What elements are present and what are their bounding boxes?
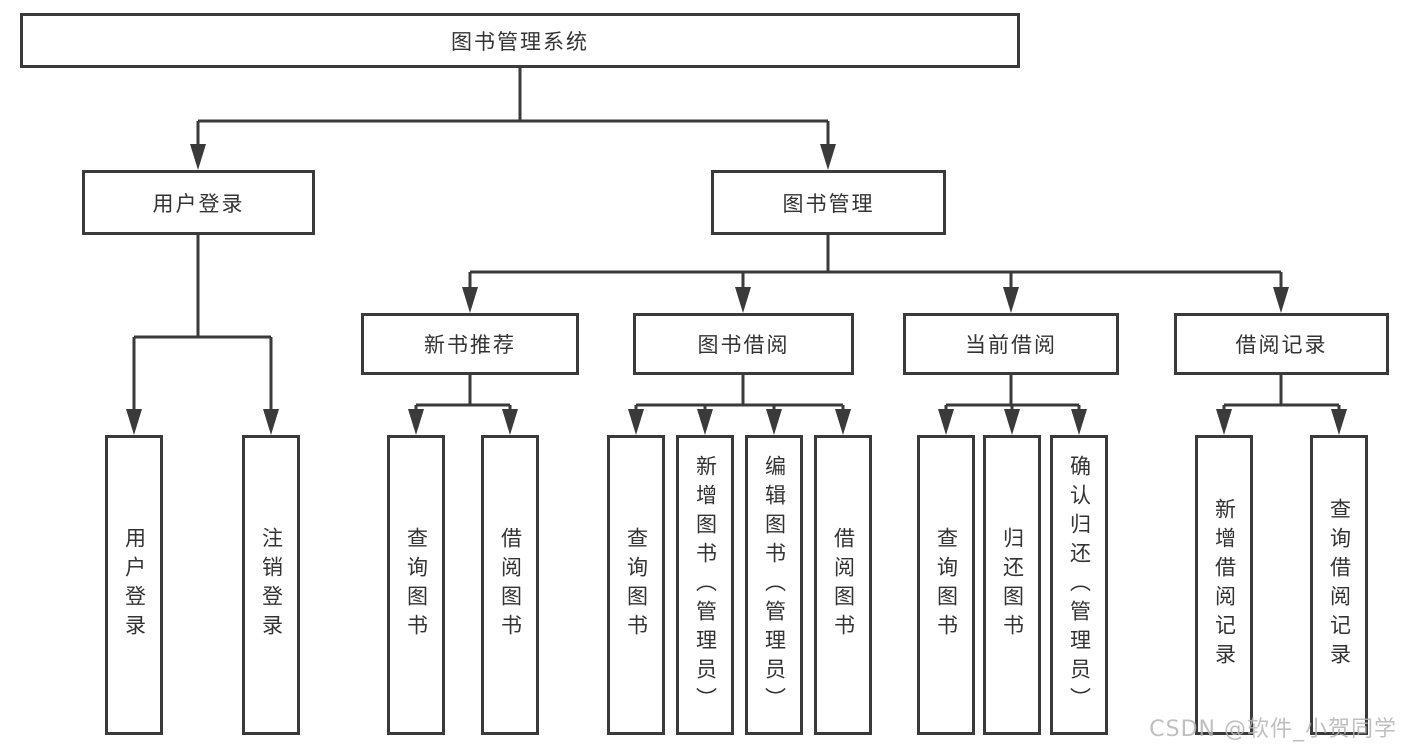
leaf-borrow-book-newbook: 借阅图书: [481, 435, 539, 735]
csdn-watermark: CSDN @软件_小贺同学: [1149, 717, 1397, 742]
node-root: 图书管理系统: [20, 13, 1020, 68]
leaf-query-book-borrowing-label: 查询图书: [624, 527, 649, 643]
node-root-label: 图书管理系统: [451, 29, 589, 54]
leaf-query-book-newbook: 查询图书: [387, 435, 445, 735]
node-new-book-label: 新书推荐: [424, 333, 516, 357]
leaf-confirm-return-admin: 确认归还（管理员）: [1050, 435, 1108, 735]
leaf-query-book-current-label: 查询图书: [934, 527, 959, 643]
leaf-add-borrow-record-label: 新增借阅记录: [1212, 498, 1237, 672]
leaf-logout-label: 注销登录: [259, 527, 284, 643]
leaf-confirm-return-admin-label: 确认归还（管理员）: [1067, 454, 1092, 716]
leaf-query-borrow-record: 查询借阅记录: [1310, 435, 1368, 735]
node-borrowing-records: 借阅记录: [1174, 313, 1389, 375]
node-book-borrowing-label: 图书借阅: [697, 333, 790, 357]
leaf-user-login-label: 用户登录: [122, 527, 147, 643]
node-book-borrowing: 图书借阅: [633, 313, 854, 375]
leaf-edit-book-admin: 编辑图书（管理员）: [745, 435, 803, 735]
node-current-borrowing: 当前借阅: [903, 313, 1119, 375]
leaf-query-book-borrowing: 查询图书: [607, 435, 665, 735]
leaf-query-borrow-record-label: 查询借阅记录: [1327, 498, 1352, 672]
leaf-query-book-newbook-label: 查询图书: [404, 527, 429, 643]
leaf-user-login: 用户登录: [105, 435, 163, 735]
leaf-logout: 注销登录: [242, 435, 300, 735]
node-book-management-label: 图书管理: [782, 191, 875, 216]
leaf-query-book-current: 查询图书: [917, 435, 975, 735]
leaf-borrow-book-newbook-label: 借阅图书: [498, 527, 523, 643]
node-current-borrowing-label: 当前借阅: [965, 333, 1057, 357]
node-new-book-recommendation: 新书推荐: [361, 313, 579, 375]
leaf-borrow-book-borrowing-label: 借阅图书: [831, 527, 856, 643]
leaf-borrow-book-borrowing: 借阅图书: [814, 435, 872, 735]
leaf-add-book-admin: 新增图书（管理员）: [676, 435, 734, 735]
leaf-return-book-label: 归还图书: [1000, 527, 1025, 643]
leaf-add-borrow-record: 新增借阅记录: [1195, 435, 1253, 735]
leaf-edit-book-admin-label: 编辑图书（管理员）: [762, 454, 787, 716]
node-book-management: 图书管理: [711, 170, 946, 235]
node-user-login: 用户登录: [82, 170, 315, 235]
leaf-add-book-admin-label: 新增图书（管理员）: [693, 454, 718, 716]
node-user-login-label: 用户登录: [152, 191, 245, 216]
node-borrowing-records-label: 借阅记录: [1235, 333, 1328, 357]
leaf-return-book: 归还图书: [983, 435, 1041, 735]
